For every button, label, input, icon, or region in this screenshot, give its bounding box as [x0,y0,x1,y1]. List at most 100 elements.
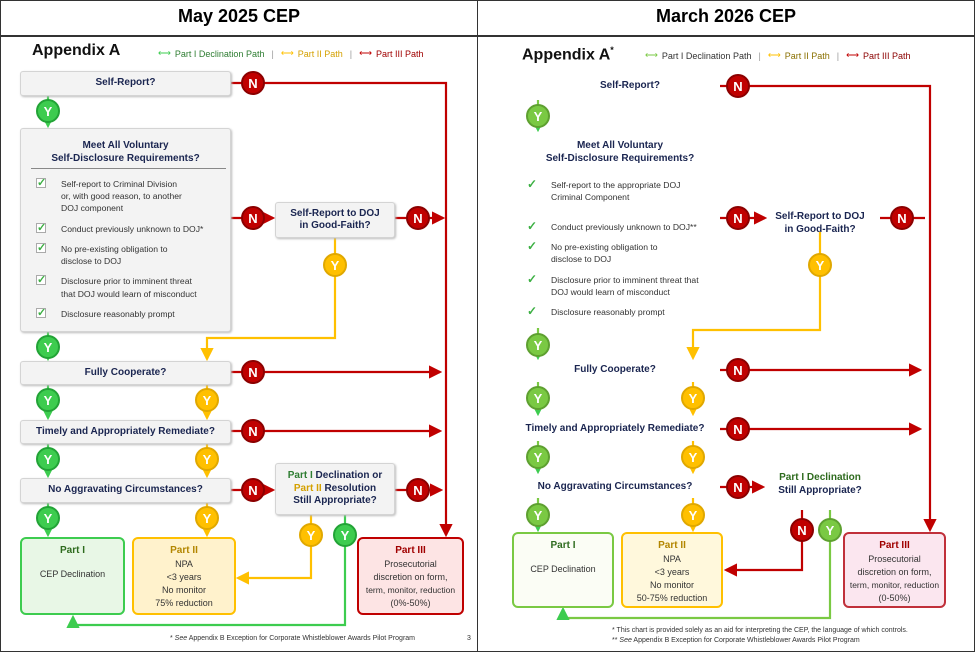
yes-node: Y [681,386,705,410]
still-line-2: Still Appropriate? [778,484,862,496]
vsd-item: Conduct previously unknown to DOJ* [61,224,204,234]
no-node: N [241,478,265,502]
part2-title: Part II [170,545,198,556]
legend: ⟷Part I Declination Path| ⟷Part II Path|… [158,48,424,59]
red-arrow-icon: ⟷ [846,50,859,60]
vsd-item: disclose to DOJ [61,256,122,266]
no-node: N [726,206,750,230]
still-line-3: Still Appropriate? [293,495,377,507]
yes-node: Y [36,447,60,471]
vsd-item: No pre-existing obligation to [551,242,658,252]
vsd-divider [31,168,226,169]
yes-node: Y [808,253,832,277]
yes-node: Y [36,388,60,412]
part3-line: Prosecutorial [868,554,921,564]
vsd-item: or, with good reason, to another [61,191,182,201]
good-faith-line-1: Self-Report to DOJ [290,207,380,219]
part1-title: Part I [59,545,85,556]
yes-node: Y [526,386,550,410]
green-arrow-icon: ⟷ [645,50,658,60]
yes-node: Y [681,503,705,527]
self-report-question: Self-Report? [20,71,231,96]
yes-node: Y [681,445,705,469]
yes-node: Y [195,388,219,412]
vsd-item: Disclosure reasonably prompt [551,307,665,317]
part3-title: Part III [879,540,910,551]
still-line-1: Declination or [312,470,383,482]
part3-line: discretion on form, [857,567,932,577]
vsd-item: Self-report to the appropriate DOJ [551,180,681,190]
legend-part2: Part II Path [297,48,343,59]
part1-line: CEP Declination [530,564,596,574]
legend-part1: Part I Declination Path [174,48,265,59]
yes-node: Y [195,506,219,530]
no-node: N [726,475,750,499]
no-node: N [726,417,750,441]
cooperate-question: Fully Cooperate? [574,364,656,375]
still-part2: Part II [293,482,322,494]
part2-title: Part II [658,540,686,551]
still-appropriate-question: Part I Declination Still Appropriate? [765,472,875,497]
still-line-2: Resolution [321,482,377,494]
legend-part3: Part III Path [376,48,424,59]
vsd-item: that DOJ would learn of misconduct [61,289,197,299]
vsd-item: Disclosure prior to imminent threat [61,276,192,286]
left-panel-title: May 2025 CEP [177,6,301,26]
part1-title: Part I [550,540,576,551]
yes-node: Y [36,506,60,530]
vsd-item: Self-report to Criminal Division [61,179,178,189]
vsd-item: disclose to DOJ [551,254,612,264]
appendix-title: Appendix A* [522,45,614,64]
part3-line: term, monitor, reduction [849,580,940,590]
part2-line: No monitor [649,580,694,590]
part2-line: NPA [663,554,681,564]
part3-outcome-box: Part III Prosecutorial discretion on form… [843,532,946,608]
part3-line: (0-50%) [878,593,911,603]
yellow-arrow-icon: ⟷ [767,50,781,60]
checkbox-icon: ✓ [36,307,47,319]
no-node: N [726,358,750,382]
vsd-title-1: Meet All Voluntary [576,140,664,151]
no-node: N [890,206,914,230]
right-part3-paths [720,84,937,577]
no-node: N [406,478,430,502]
no-node: N [790,518,814,542]
part2-line: 75% reduction [155,598,213,608]
yellow-arrow-icon: ⟷ [280,48,294,58]
yes-node: Y [195,447,219,471]
good-faith-line-1: Self-Report to DOJ [775,211,865,222]
yes-node: Y [526,445,550,469]
vsd-item: Criminal Component [551,192,630,202]
right-panel-title: March 2026 CEP [655,6,797,26]
no-node: N [241,360,265,384]
self-report-question: Self-Report? [600,80,660,91]
no-node: N [241,206,265,230]
legend: ⟷Part I Declination Path| ⟷Part II Path|… [645,50,911,61]
checkmark-icon: ✓ [527,272,538,286]
remediate-question: Timely and Appropriately Remediate? [525,423,705,434]
legend-part3: Part III Path [863,50,911,61]
part2-line: No monitor [161,585,206,595]
cooperate-question: Fully Cooperate? [20,361,231,385]
no-node: N [406,206,430,230]
checkbox-icon: ✓ [36,222,47,234]
footnote-2: ** See Appendix B Exception for Corporat… [612,637,860,644]
part3-title: Part III [395,545,426,556]
legend-part2: Part II Path [784,50,830,61]
still-part1: Part I [287,470,313,482]
yes-node: Y [526,333,550,357]
yes-node: Y [36,335,60,359]
part3-line: Prosecutorial [384,559,437,569]
good-faith-line-2: in Good-Faith? [299,220,371,231]
checkbox-icon: ✓ [36,242,47,254]
yes-node: Y [526,104,550,128]
vsd-requirements-box [20,128,231,332]
yes-node: Y [299,523,323,547]
green-arrow-icon: ⟷ [158,48,171,58]
yes-node: Y [323,253,347,277]
yes-node: Y [818,518,842,542]
